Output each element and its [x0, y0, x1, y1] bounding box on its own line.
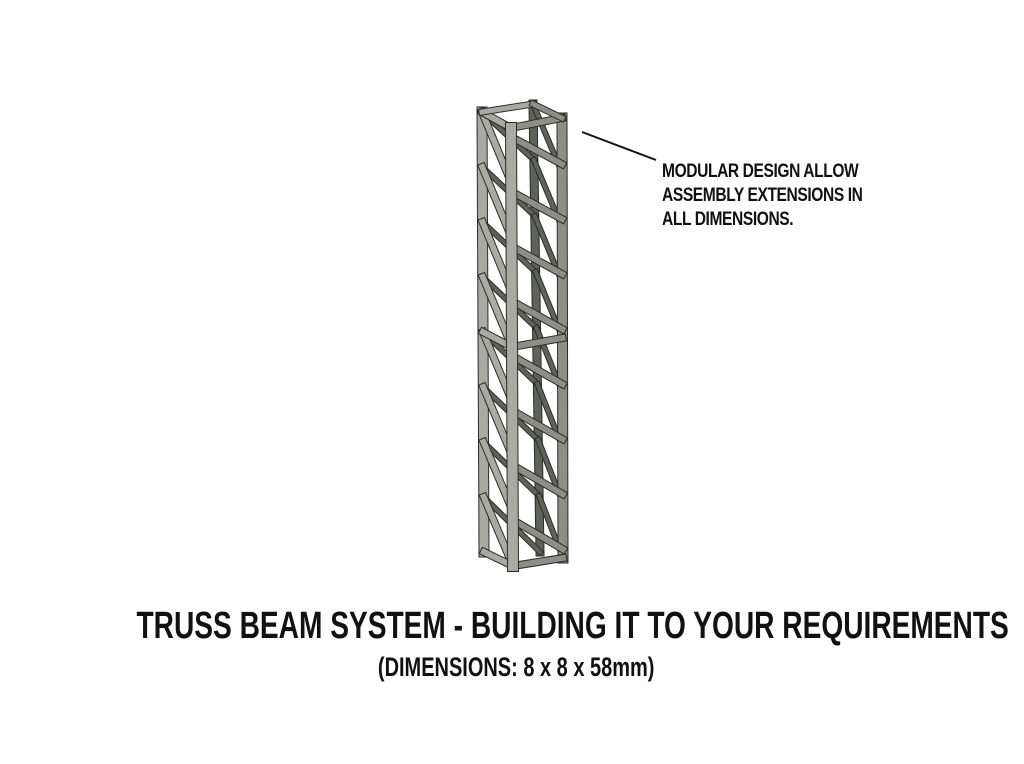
callout-note: MODULAR DESIGN ALLOW ASSEMBLY EXTENSIONS… — [662, 160, 863, 232]
truss-ring-2-front-right — [509, 554, 567, 570]
truss-ring-0-front-right — [507, 114, 566, 132]
callout-line-3: ALL DIMENSIONS. — [662, 209, 794, 230]
truss-brace-front-right-3 — [507, 296, 567, 334]
figure-subtitle: (DIMENSIONS: 8 x 8 x 58mm) — [377, 652, 655, 682]
truss-brace-front-right-0 — [506, 132, 567, 169]
truss-ring-1-front-right — [508, 334, 566, 351]
truss-ring-0-back-left — [479, 101, 536, 115]
truss-brace-front-right-7 — [508, 515, 568, 554]
truss-post-front — [505, 122, 519, 572]
truss-brace-front-right-2 — [507, 242, 567, 279]
truss-brace-front-right-5 — [508, 406, 567, 444]
truss-brace-front-right-4 — [507, 351, 567, 389]
truss-beam-3d-model — [476, 99, 569, 573]
callout-line-1: MODULAR DESIGN ALLOW — [662, 161, 859, 182]
truss-ring-0-back-right — [529, 100, 566, 122]
truss-brace-front-right-1 — [507, 187, 567, 224]
callout-leader-line — [581, 131, 657, 161]
callout-line-2: ASSEMBLY EXTENSIONS IN — [662, 185, 863, 206]
figure-title: TRUSS BEAM SYSTEM - BUILDING IT TO YOUR … — [136, 605, 1009, 647]
truss-brace-front-right-6 — [508, 461, 567, 499]
